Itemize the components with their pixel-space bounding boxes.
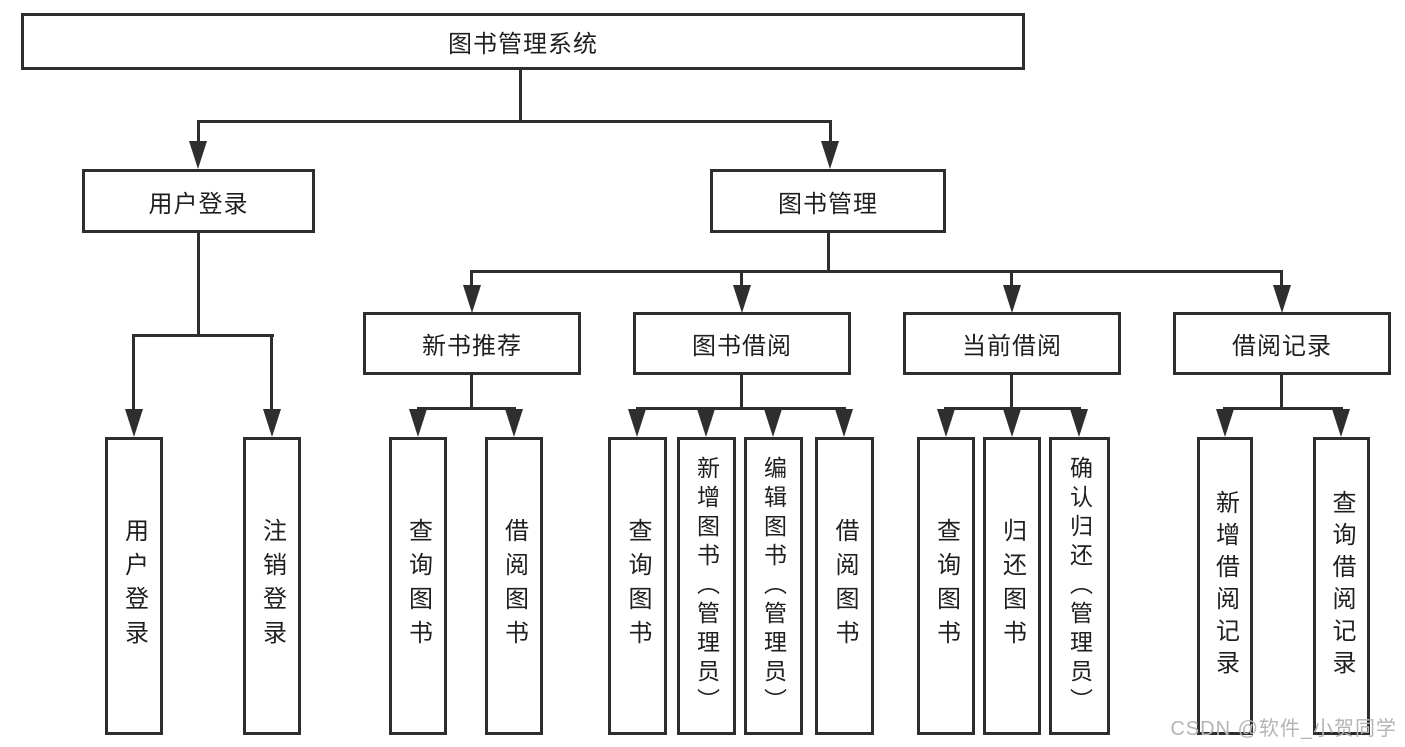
leaf-confirm-return-admin: 确认归还（管理员） xyxy=(1049,437,1110,735)
arrow-down-icon xyxy=(764,409,782,437)
arrow-down-icon xyxy=(733,285,751,313)
connector-line xyxy=(1223,407,1343,410)
connector-line xyxy=(1010,375,1013,410)
connector-line xyxy=(197,120,200,144)
leaf-query-books-borrow: 查询图书 xyxy=(608,437,667,735)
leaf-logout-label: 注销登录 xyxy=(258,518,286,654)
arrow-down-icon xyxy=(697,409,715,437)
arrow-down-icon xyxy=(1070,409,1088,437)
node-book-borrowing-label: 图书借阅 xyxy=(692,333,792,360)
connector-line xyxy=(636,407,846,410)
arrow-down-icon xyxy=(937,409,955,437)
node-new-book-recommend-label: 新书推荐 xyxy=(422,333,522,360)
leaf-return-books: 归还图书 xyxy=(983,437,1041,735)
connector-line xyxy=(944,407,1081,410)
node-current-borrowing: 当前借阅 xyxy=(903,312,1121,375)
leaf-query-borrow-record-label: 查询借阅记录 xyxy=(1328,490,1355,682)
connector-line xyxy=(829,120,832,144)
node-library-system: 图书管理系统 xyxy=(21,13,1025,70)
leaf-query-books-borrow-label: 查询图书 xyxy=(624,518,651,654)
leaf-add-borrow-record-label: 新增借阅记录 xyxy=(1211,490,1239,682)
connector-line xyxy=(1280,375,1283,410)
leaf-user-login-label: 用户登录 xyxy=(120,518,148,654)
node-borrowing-records-label: 借阅记录 xyxy=(1232,333,1332,360)
arrow-down-icon xyxy=(505,409,523,437)
leaf-borrow-books-recommend: 借阅图书 xyxy=(485,437,543,735)
connector-line xyxy=(1280,270,1283,288)
arrow-down-icon xyxy=(189,141,207,169)
node-book-borrowing: 图书借阅 xyxy=(633,312,851,375)
leaf-query-books-recommend-label: 查询图书 xyxy=(404,518,432,654)
leaf-logout: 注销登录 xyxy=(243,437,301,735)
leaf-add-book-admin: 新增图书（管理员） xyxy=(677,437,736,735)
arrow-down-icon xyxy=(125,409,143,437)
node-current-borrowing-label: 当前借阅 xyxy=(962,333,1062,360)
arrow-down-icon xyxy=(628,409,646,437)
arrow-down-icon xyxy=(1273,285,1291,313)
node-user-login: 用户登录 xyxy=(82,169,315,233)
connector-line xyxy=(827,233,830,273)
arrow-down-icon xyxy=(1003,285,1021,313)
arrow-down-icon xyxy=(1216,409,1234,437)
leaf-edit-book-admin: 编辑图书（管理员） xyxy=(744,437,803,735)
connector-line xyxy=(470,375,473,410)
leaf-edit-book-admin-label: 编辑图书（管理员） xyxy=(760,455,787,717)
node-library-system-label: 图书管理系统 xyxy=(448,31,598,58)
node-book-management-label: 图书管理 xyxy=(778,190,878,218)
leaf-borrow-books-label: 借阅图书 xyxy=(831,518,858,654)
leaf-query-borrow-record: 查询借阅记录 xyxy=(1313,437,1370,735)
arrow-down-icon xyxy=(821,141,839,169)
arrow-down-icon xyxy=(1332,409,1350,437)
arrow-down-icon xyxy=(409,409,427,437)
connector-line xyxy=(1010,270,1013,288)
arrow-down-icon xyxy=(1003,409,1021,437)
connector-line xyxy=(197,233,200,337)
connector-line xyxy=(740,375,743,410)
leaf-borrow-books-recommend-label: 借阅图书 xyxy=(500,518,528,654)
node-new-book-recommend: 新书推荐 xyxy=(363,312,581,375)
watermark: CSDN @软件_小贺同学 xyxy=(1170,718,1397,740)
node-borrowing-records: 借阅记录 xyxy=(1173,312,1391,375)
leaf-user-login: 用户登录 xyxy=(105,437,163,735)
arrow-down-icon xyxy=(463,285,481,313)
leaf-return-books-label: 归还图书 xyxy=(998,518,1026,654)
connector-line xyxy=(417,407,516,410)
leaf-query-books-recommend: 查询图书 xyxy=(389,437,447,735)
connector-line xyxy=(132,334,274,337)
connector-line xyxy=(197,120,832,123)
connector-line xyxy=(470,270,473,288)
leaf-query-books-current-label: 查询图书 xyxy=(932,518,960,654)
connector-line xyxy=(270,334,273,410)
node-book-management: 图书管理 xyxy=(710,169,946,233)
arrow-down-icon xyxy=(835,409,853,437)
leaf-add-borrow-record: 新增借阅记录 xyxy=(1197,437,1253,735)
leaf-add-book-admin-label: 新增图书（管理员） xyxy=(693,455,720,717)
connector-line xyxy=(132,334,135,410)
connector-line xyxy=(740,270,743,288)
leaf-confirm-return-admin-label: 确认归还（管理员） xyxy=(1066,455,1093,717)
connector-line xyxy=(519,70,522,123)
leaf-query-books-current: 查询图书 xyxy=(917,437,975,735)
connector-line xyxy=(471,270,1283,273)
node-user-login-label: 用户登录 xyxy=(148,190,249,218)
leaf-borrow-books: 借阅图书 xyxy=(815,437,874,735)
arrow-down-icon xyxy=(263,409,281,437)
